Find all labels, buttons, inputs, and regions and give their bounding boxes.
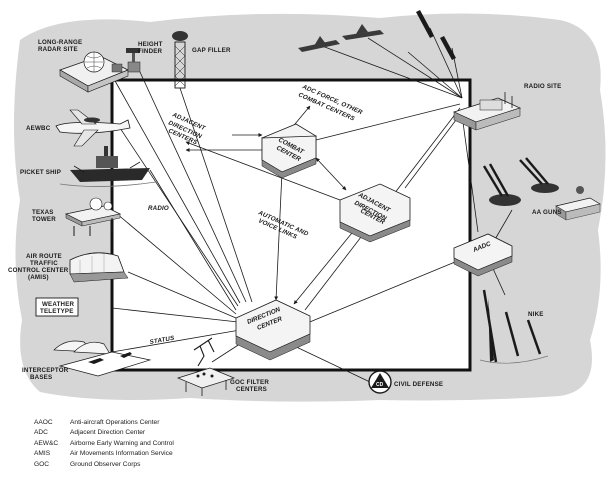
link-airroute-direction xyxy=(127,271,237,319)
nike-label: NIKE xyxy=(528,311,544,318)
air-route-traffic-control-center-icon xyxy=(69,252,129,283)
adjacent-direction-center-box xyxy=(339,183,411,243)
radio-label: RADIO xyxy=(148,205,169,212)
link-combat-direction xyxy=(274,171,284,301)
height-finder-label-2: FINDER xyxy=(138,48,163,55)
nike-missiles-icon xyxy=(479,289,549,364)
legend-definition: Ground Observer Corps xyxy=(70,460,141,468)
texas-tower-icon xyxy=(64,197,122,236)
interceptor-bases-label-2: BASES xyxy=(30,374,52,381)
aa-guns-label: AA GUNS xyxy=(532,209,562,216)
legend-abbr: AAOC xyxy=(34,418,53,426)
link-aadc-direction xyxy=(299,261,456,327)
interceptor-bases-icon xyxy=(53,340,152,377)
legend-abbr: GOC xyxy=(34,460,50,468)
link-weather-direction xyxy=(111,307,239,323)
legend-row: AMIS Air Movements Information Service xyxy=(34,449,334,460)
link-interceptor-direction xyxy=(111,329,241,353)
legend-row: GOC Ground Observer Corps xyxy=(34,459,334,470)
interceptor-jet-icon xyxy=(440,36,456,60)
connection-lines xyxy=(109,27,513,383)
link-adjacent-radiosite xyxy=(404,111,463,189)
combat-center-box xyxy=(261,123,317,179)
link-radar-direction xyxy=(109,71,241,304)
picket-ship-label: PICKET SHIP xyxy=(20,169,61,176)
weather-teletype-box xyxy=(35,297,79,317)
goc-filter-centers-icon xyxy=(176,337,236,396)
direction-center-box xyxy=(235,299,311,361)
weather-teletype-label-2: TELETYPE xyxy=(40,308,74,315)
legend-definition: Anti-aircraft Operations Center xyxy=(70,418,160,426)
legend-abbr: AMIS xyxy=(34,450,51,458)
texas-tower-label-2: TOWER xyxy=(32,216,56,223)
gap-filler-tower xyxy=(172,31,188,89)
status-label: STATUS xyxy=(149,335,176,346)
aewbc-aircraft-icon xyxy=(55,109,131,147)
air-route-label-2: TRAFFIC xyxy=(30,260,58,267)
radio-site-label: RADIO SITE xyxy=(524,83,561,90)
height-finder-label-1: HEIGHT xyxy=(138,41,163,48)
long-range-radar-label-2: RADAR SITE xyxy=(38,46,78,53)
air-route-label-4: (AMIS) xyxy=(28,274,49,281)
legend-abbr: AEW&C xyxy=(34,439,59,447)
long-range-radar-label-1: LONG-RANGE xyxy=(38,39,82,46)
link-combat-adjacent xyxy=(315,157,347,191)
link-radio-aircraft-3 xyxy=(429,27,463,99)
fighter-jet-icon xyxy=(342,30,384,40)
link-texas-direction xyxy=(109,207,237,315)
air-route-label-3: CONTROL CENTER xyxy=(8,267,69,274)
legend-abbr: ADC xyxy=(34,429,48,437)
link-radiosite-aadc xyxy=(461,114,479,233)
air-route-label-1: AIR ROUTE xyxy=(26,253,62,260)
weather-teletype-label-1: WEATHER xyxy=(42,301,75,308)
abbreviation-legend: AAOC Anti-aircraft Operations Center ADC… xyxy=(34,417,334,470)
goc-filter-centers-label-2: CENTERS xyxy=(236,386,267,393)
picket-ship-icon xyxy=(59,146,157,187)
link-radio-aircraft-2 xyxy=(367,37,463,99)
link-combat-radiosite xyxy=(315,103,461,141)
link-heightfinder-direction xyxy=(139,71,247,303)
link-civildefense-direction xyxy=(289,343,371,383)
aewbc-label: AEWBC xyxy=(26,125,51,132)
aa-guns-icon xyxy=(482,157,601,221)
interceptor-bases-label-1: INTERCEPTOR xyxy=(22,367,69,374)
texas-tower-label-1: TEXAS xyxy=(32,209,54,216)
gap-filler-antenna-icon xyxy=(172,31,188,41)
link-picket-direction xyxy=(149,169,237,311)
link-radio-aircraft-1 xyxy=(321,45,463,99)
interceptor-jet-icon xyxy=(416,10,434,38)
height-finder xyxy=(126,48,141,73)
link-gapfiller-direction xyxy=(179,87,253,303)
legend-row: AEW&C Airborne Early Warning and Control xyxy=(34,438,334,449)
goc-filter-centers-label-1: GOC FILTER xyxy=(230,379,269,386)
legend-row: AAOC Anti-aircraft Operations Center xyxy=(34,417,334,428)
legend-definition: Air Movements Information Service xyxy=(70,450,173,458)
observer-figure-icon xyxy=(193,337,215,367)
fighter-jet-icon xyxy=(298,40,340,52)
legend-row: ADC Adjacent Direction Center xyxy=(34,428,334,439)
height-finder-antenna-icon xyxy=(126,48,140,53)
gap-filler-label: GAP FILLER xyxy=(192,47,231,54)
civil-defense-label: CIVIL DEFENSE xyxy=(394,381,443,388)
long-range-radar-site xyxy=(59,51,129,93)
link-radio-aircraft-5 xyxy=(407,51,463,99)
legend-definition: Adjacent Direction Center xyxy=(70,429,146,437)
cd-emblem-text: CD xyxy=(376,382,384,388)
link-adjacent-direction xyxy=(293,227,357,305)
legend-definition: Airborne Early Warning and Control xyxy=(70,439,174,447)
fighter-aircraft-group xyxy=(298,10,456,60)
link-adjacent-adjacentcenters xyxy=(185,141,341,201)
aadc-box xyxy=(453,233,513,277)
civil-defense-emblem xyxy=(368,370,392,394)
radio-site-icon xyxy=(452,92,522,131)
